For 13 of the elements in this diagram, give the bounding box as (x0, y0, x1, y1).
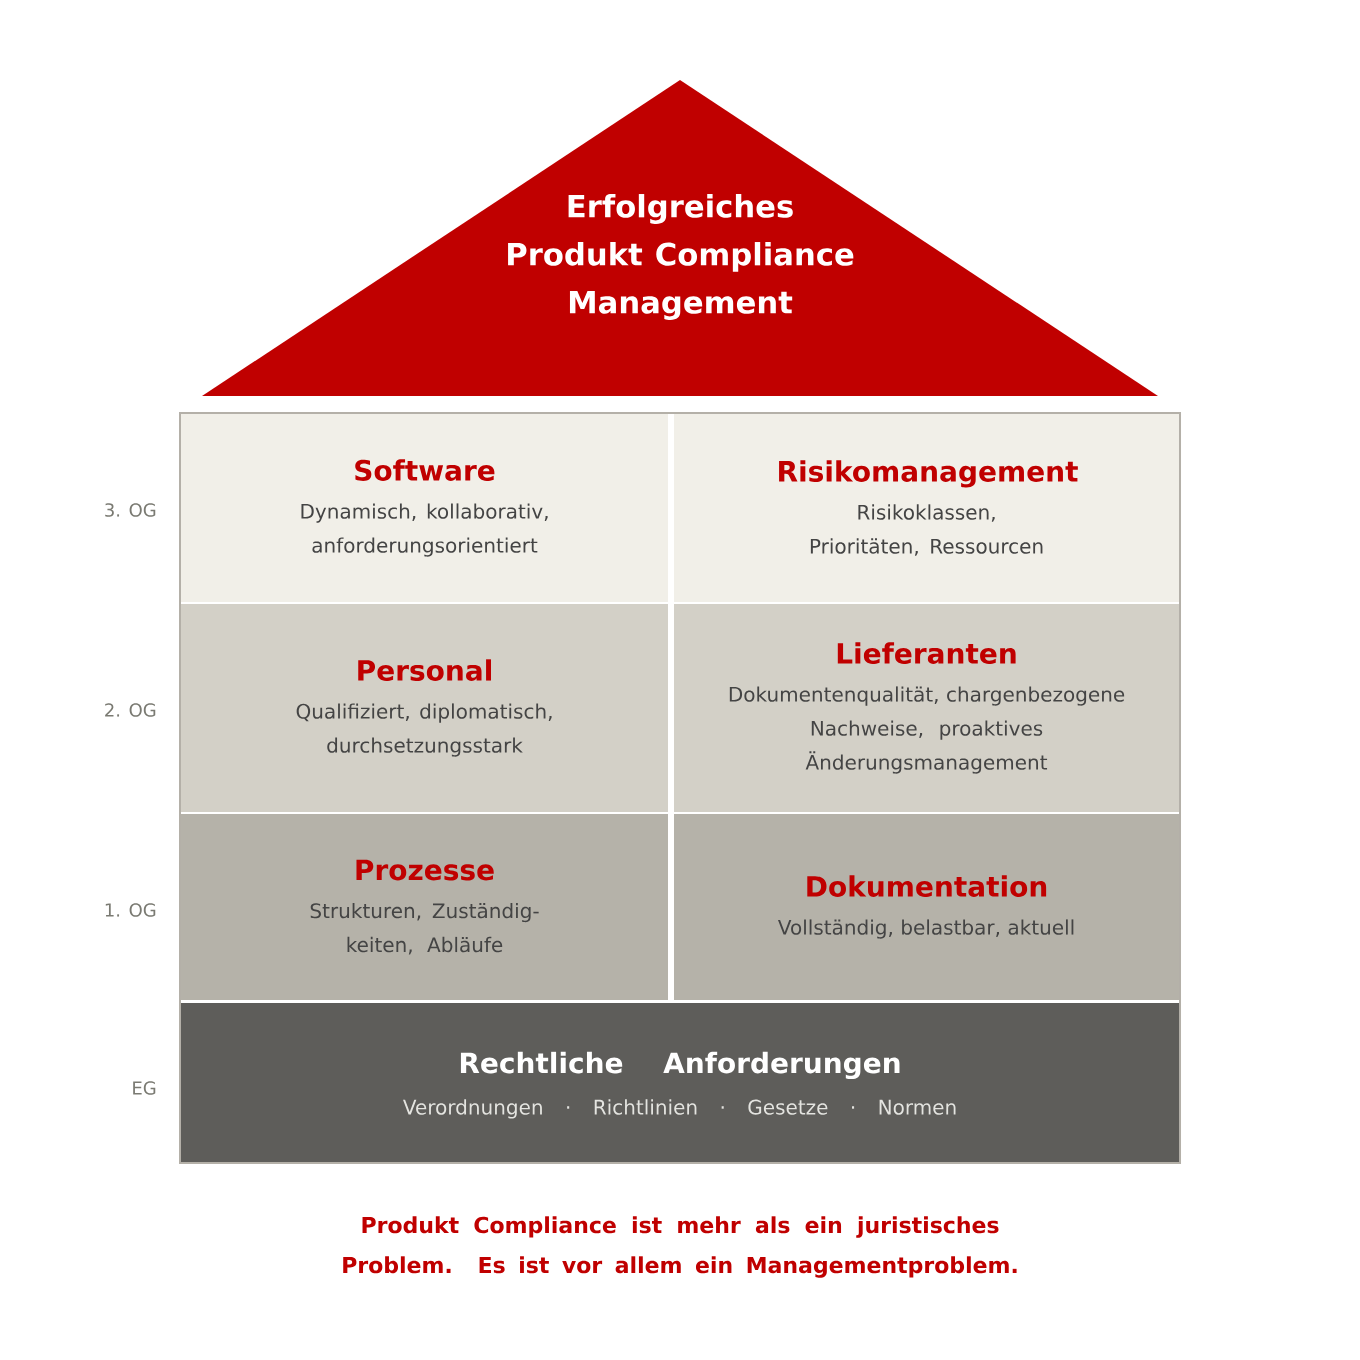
foundation-band: Rechtliche Anforderungen Verordnungen · Richtlinien · Gesetze · Normen (181, 1003, 1179, 1162)
floor-cell: Dokumentation Vollständig, belastbar, aktuell (674, 814, 1179, 1000)
floor-label: EG (133, 1081, 156, 1095)
floor-cell: Software Dynamisch, kollaborativ, anforderungsorientiert (181, 414, 668, 602)
floor-label: 3. OG (105, 503, 156, 517)
floor-cell: Prozesse Strukturen, Zuständig- keiten, Abläufe (181, 814, 668, 1000)
floor-cell: Personal Qualifiziert, diplomatisch, durchsetzungsstark (181, 604, 668, 812)
floor-cell: Risikomanagement Risikoklassen, Prioritäten, Ressourcen (674, 414, 1179, 602)
roof-triangle: Erfolgreiches Produkt Compliance Management (202, 80, 1158, 396)
caption: Produkt Compliance ist mehr als ein juristisches Problem. Es ist vor allem ein Managementproblem. (343, 1216, 1017, 1278)
floor-cell: Lieferanten Dokumentenqualität, chargenbezogene Nachweise, proaktives Änderungsmanagement (674, 604, 1179, 812)
floor-label: 2. OG (105, 703, 156, 717)
floor-label: 1. OG (105, 903, 156, 917)
